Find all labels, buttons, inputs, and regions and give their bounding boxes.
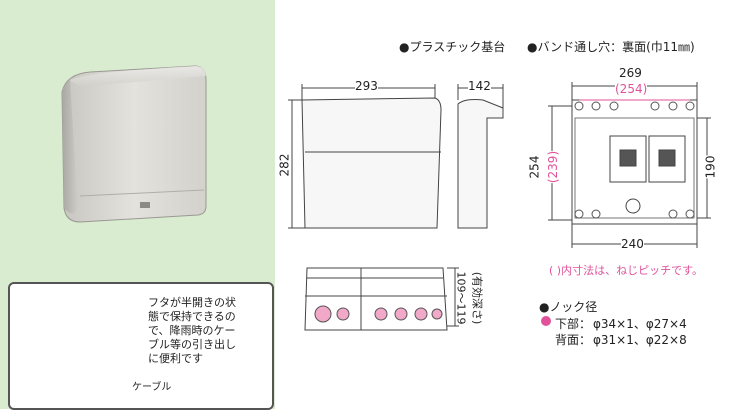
knock-back-values: φ31×1、φ22×8 bbox=[593, 333, 687, 347]
front-height-label: 282 bbox=[277, 153, 292, 177]
front-width-label: 293 bbox=[355, 79, 378, 93]
inset-caption-line-5: に便利です bbox=[148, 352, 203, 365]
inset-caption-line-3: で、降雨時のケー bbox=[148, 324, 236, 337]
inset-caption-line-1: フタが半開きの状 bbox=[148, 296, 236, 309]
inset-frame bbox=[8, 282, 274, 410]
inset-caption-line-4: ブル等の引き出し bbox=[148, 338, 236, 351]
back-height-label: 254 bbox=[527, 155, 542, 179]
bullet-plastic-base: ●プラスチック基台 bbox=[399, 40, 506, 54]
knock-title: ●ノック径 bbox=[539, 300, 598, 314]
knockouts bbox=[314, 305, 443, 323]
back-width-label: 269 bbox=[619, 66, 642, 80]
bottom-depth-label: 109～119 bbox=[454, 271, 468, 325]
knock-back-label: 背面： bbox=[555, 333, 592, 347]
lock-icon bbox=[140, 202, 150, 208]
side-view bbox=[457, 99, 504, 229]
knock-bottom-values: φ34×1、φ27×4 bbox=[593, 317, 687, 331]
inset-caption-line-2: 態で保持できるの bbox=[148, 310, 236, 323]
drawings-svg bbox=[288, 82, 711, 331]
pitch-note: ( )内寸法は、ねじピッチです。 bbox=[549, 264, 703, 277]
bottom-depth-note: (有効深さ) bbox=[470, 271, 484, 325]
knock-bottom-label: 下部： bbox=[555, 317, 592, 331]
side-depth-label: 142 bbox=[468, 79, 491, 93]
inner-height-label: 190 bbox=[703, 155, 718, 179]
pink-bullet bbox=[541, 316, 551, 326]
product-photo-panel: フタが半開きの状 態で保持できるの で、降雨時のケー ブル等の引き出し に便利で… bbox=[0, 0, 275, 410]
dimension-drawings: ●プラスチック基台 ●バンド通し穴：裏面(巾11㎜) 293 142 282 2… bbox=[275, 0, 731, 409]
bottom-width-label: 240 bbox=[621, 237, 644, 251]
mounting-holes bbox=[574, 101, 695, 219]
back-height-pitch-label: (239) bbox=[546, 150, 561, 184]
bullet-band-hole: ●バンド通し穴：裏面(巾11㎜) bbox=[527, 40, 695, 54]
back-width-pitch-label: (254) bbox=[615, 82, 648, 96]
cable-label: ケーブル bbox=[132, 382, 172, 393]
front-view bbox=[301, 97, 442, 229]
